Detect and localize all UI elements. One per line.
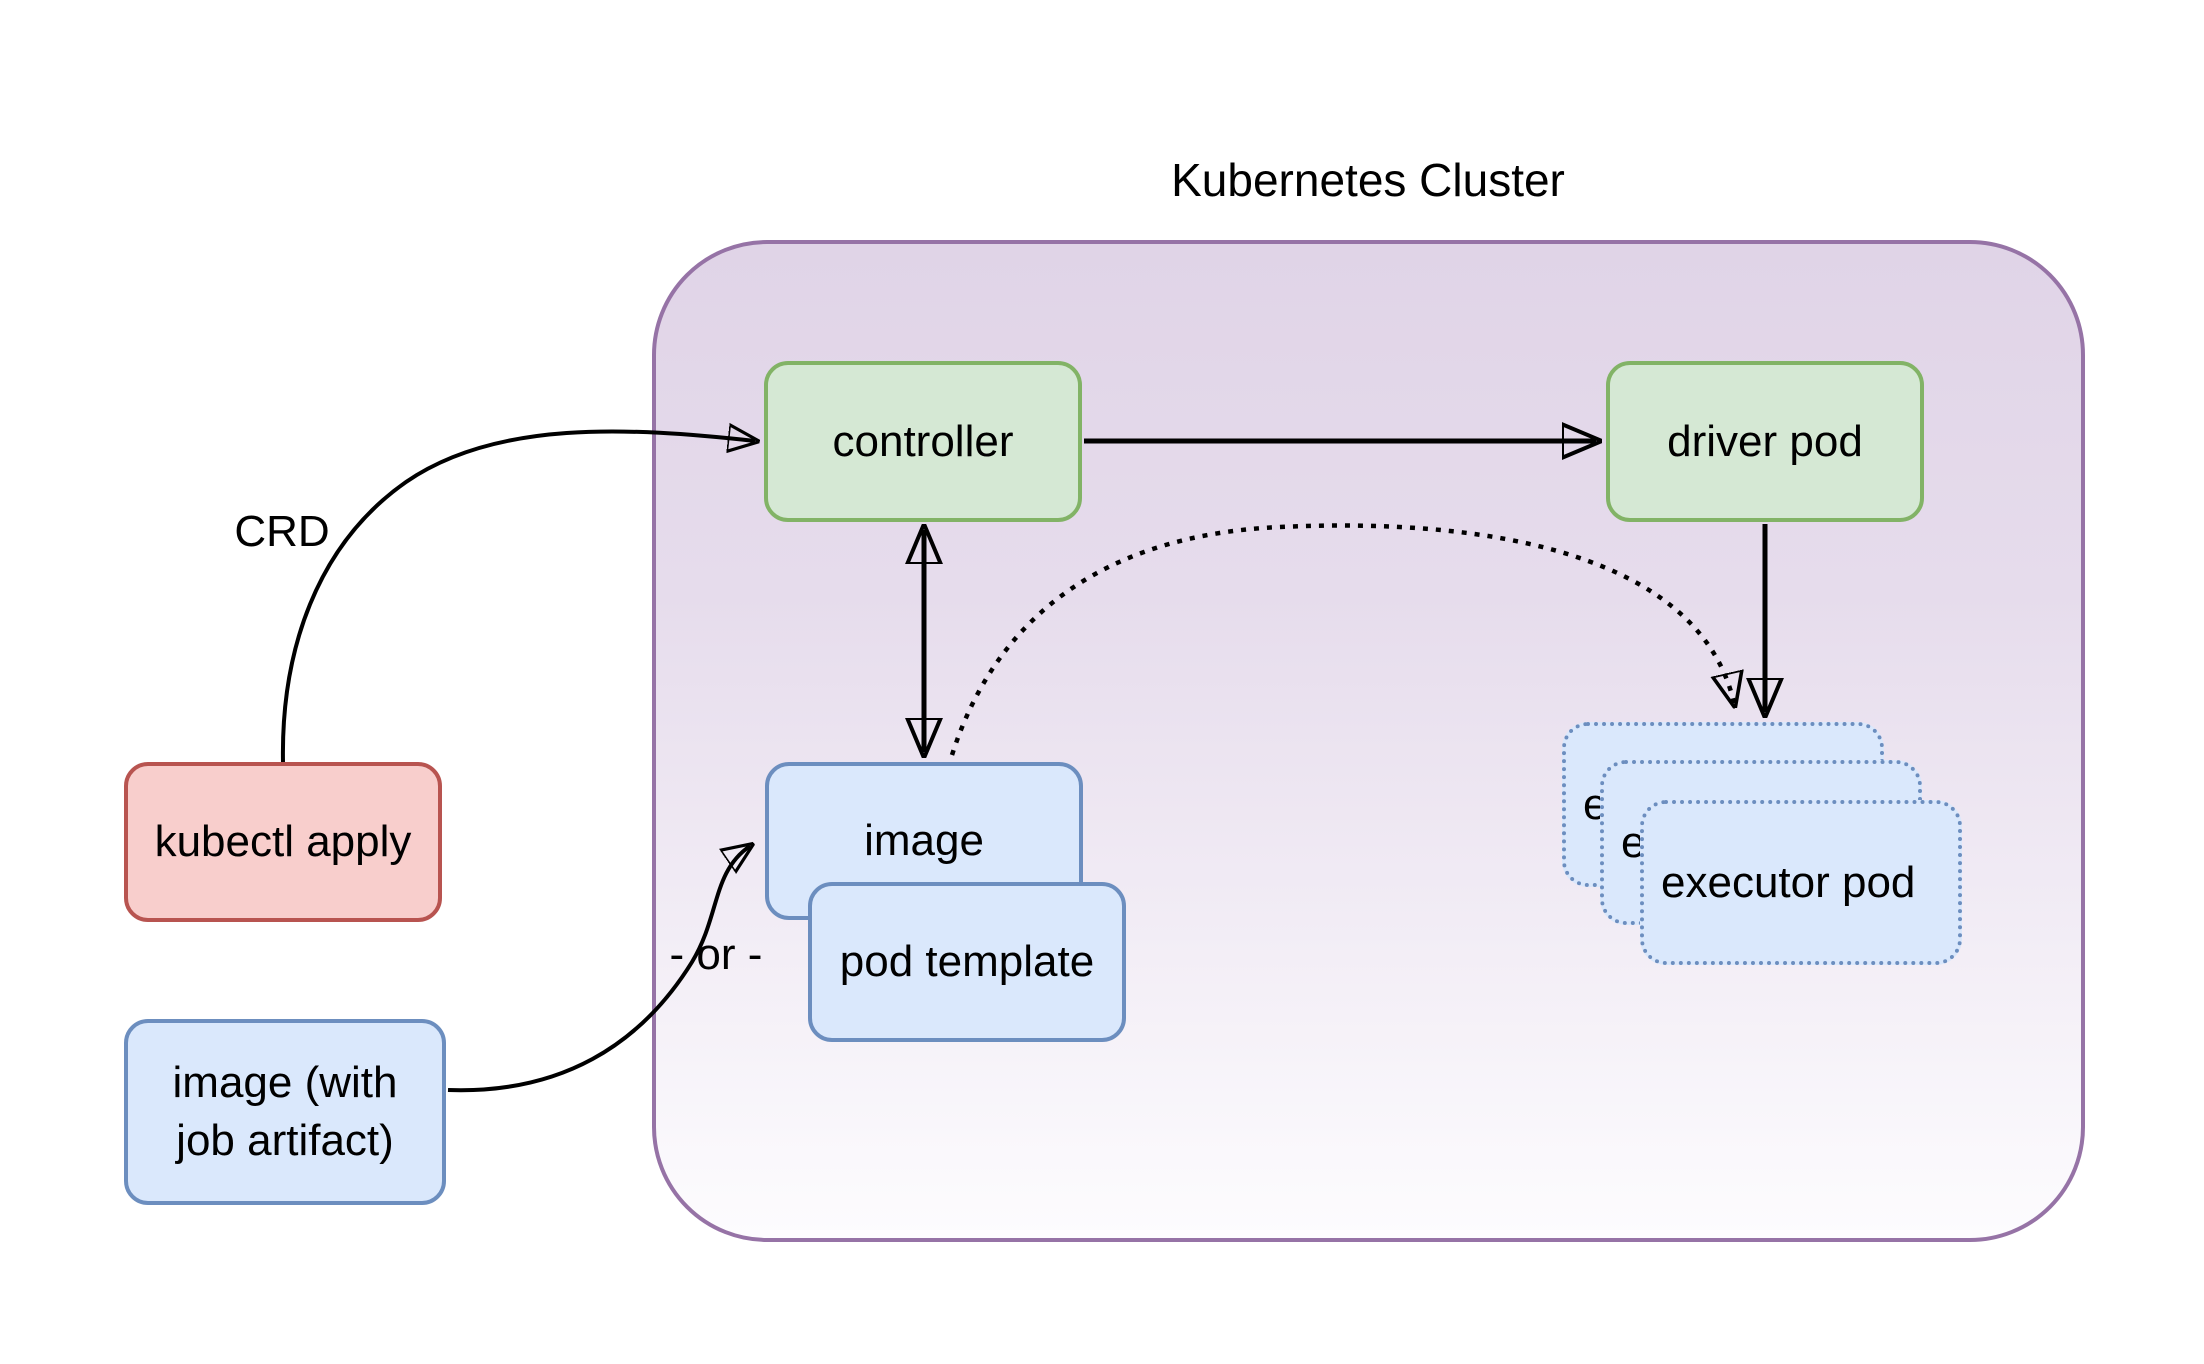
node-driver-pod: driver pod [1606,361,1924,522]
node-kubectl-apply-label: kubectl apply [154,817,412,867]
node-image-with-job-artifact-line1: image (with [172,1057,398,1107]
node-image-with-job-artifact-line2: job artifact) [176,1116,394,1165]
node-controller: controller [764,361,1082,522]
node-driver-pod-label: driver pod [1667,416,1863,466]
diagram-title: Kubernetes Cluster [1171,154,1565,206]
edge-label-crd: CRD [234,507,330,556]
node-image-label: image [864,816,984,866]
node-executor-pod-front: executor pod [1640,800,1962,965]
edge-label-or: - or - [669,930,763,979]
node-image-with-job-artifact: image (with job artifact) [124,1019,446,1205]
node-controller-label: controller [832,416,1014,466]
node-pod-template-label: pod template [839,937,1095,987]
node-executor-pod-front-label: executor pod [1661,857,1916,907]
node-kubectl-apply: kubectl apply [124,762,442,922]
node-pod-template: pod template [808,882,1126,1042]
